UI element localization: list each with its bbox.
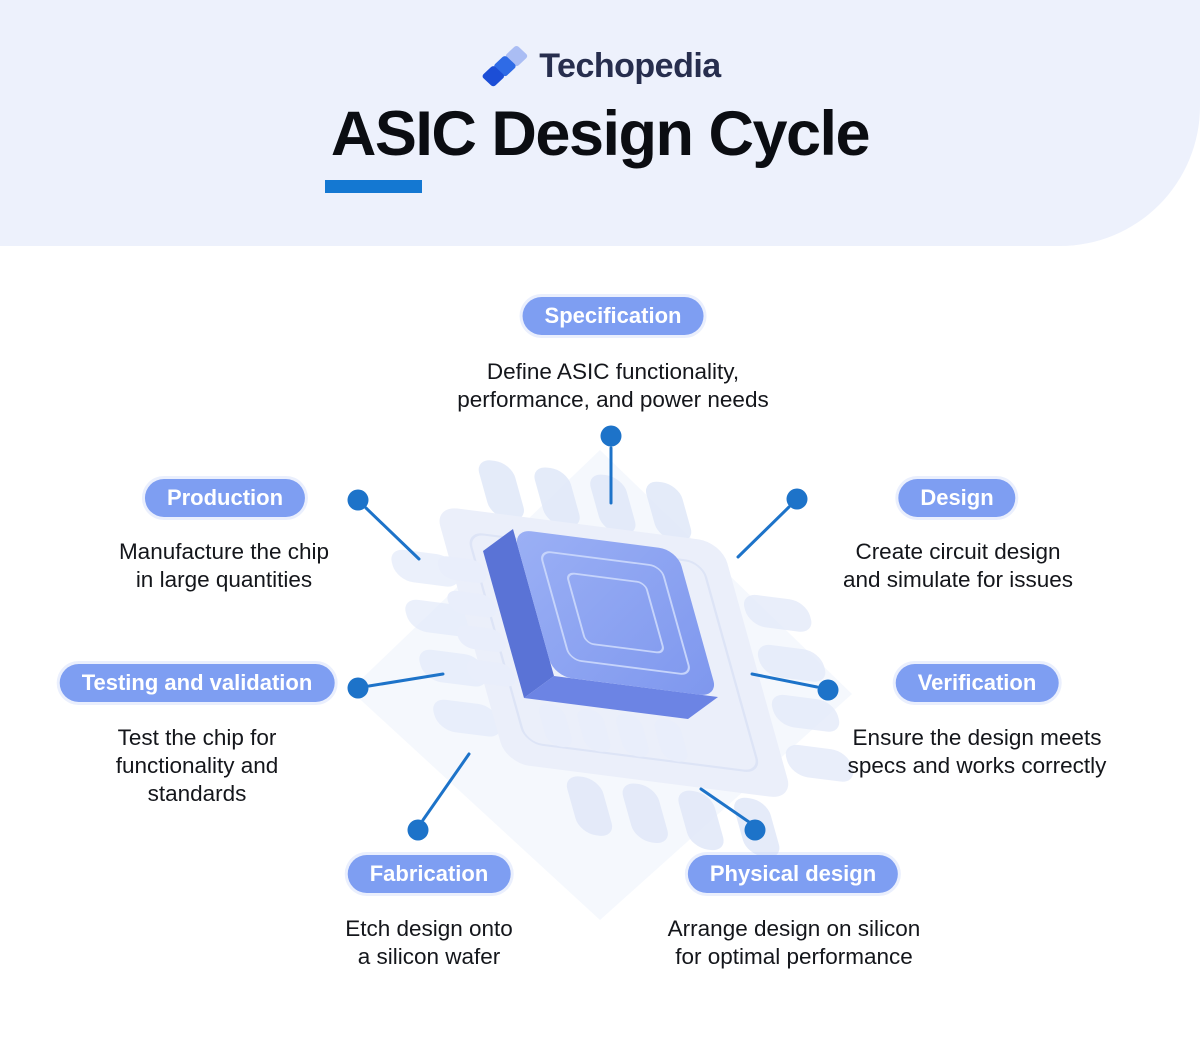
stage-desc-specification: Define ASIC functionality, performance, … bbox=[457, 358, 768, 414]
desc-line: functionality and bbox=[115, 753, 279, 778]
stage-pill-testing-and-validation: Testing and validation bbox=[59, 664, 335, 702]
desc-line: and simulate for issues bbox=[842, 567, 1074, 592]
desc-line: Test the chip for bbox=[117, 725, 277, 750]
title-block: ASIC Design Cycle bbox=[0, 98, 1200, 193]
stage-pill-production: Production bbox=[144, 479, 306, 517]
desc-line: performance, and power needs bbox=[457, 387, 769, 412]
desc-line: a silicon wafer bbox=[357, 944, 501, 969]
desc-line: Define ASIC functionality, bbox=[486, 359, 740, 384]
stage-pill-specification: Specification bbox=[522, 297, 704, 335]
desc-line: standards bbox=[147, 781, 247, 806]
desc-line: Create circuit design bbox=[855, 539, 1061, 564]
desc-line: Manufacture the chip bbox=[118, 539, 330, 564]
desc-line: Ensure the design meets bbox=[852, 725, 1102, 750]
stage-pill-verification: Verification bbox=[895, 664, 1059, 702]
page-title: ASIC Design Cycle bbox=[330, 99, 871, 169]
chip-top-face bbox=[516, 531, 715, 695]
stage-desc-testing-and-validation: Test the chip for functionality and stan… bbox=[116, 724, 279, 808]
stage-desc-fabrication: Etch design onto a silicon wafer bbox=[345, 915, 513, 971]
stage-pill-physical-design: Physical design bbox=[687, 855, 899, 893]
chip-pins bbox=[437, 556, 688, 762]
stage-desc-verification: Ensure the design meets specs and works … bbox=[848, 724, 1107, 780]
techopedia-logo-icon bbox=[482, 45, 528, 87]
desc-line: specs and works correctly bbox=[847, 753, 1107, 778]
desc-line: for optimal performance bbox=[675, 944, 913, 969]
desc-line: Arrange design on silicon bbox=[667, 916, 921, 941]
stage-desc-production: Manufacture the chip in large quantities bbox=[119, 538, 329, 594]
techopedia-logo: Techopedia bbox=[0, 36, 1200, 96]
stage-desc-design: Create circuit design and simulate for i… bbox=[843, 538, 1073, 594]
logo-wordmark: Techopedia bbox=[539, 46, 721, 85]
chip-left-face bbox=[483, 529, 554, 698]
stage-desc-physical-design: Arrange design on silicon for optimal pe… bbox=[668, 915, 921, 971]
title-underline bbox=[324, 180, 422, 193]
desc-line: Etch design onto bbox=[345, 916, 513, 941]
header-band: Techopedia ASIC Design Cycle bbox=[0, 0, 1200, 246]
chip-bottom-face bbox=[524, 676, 718, 719]
stage-pill-fabrication: Fabrication bbox=[347, 855, 511, 893]
stage-pill-design: Design bbox=[898, 479, 1016, 517]
desc-line: in large quantities bbox=[135, 567, 313, 592]
